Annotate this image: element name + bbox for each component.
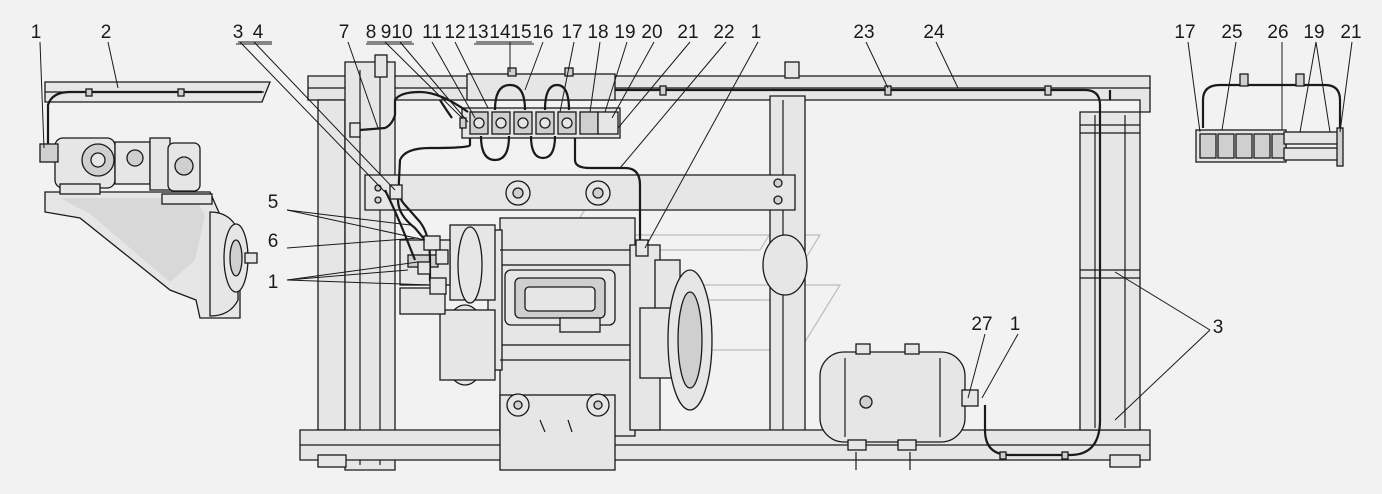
callout-number: 1 — [268, 272, 279, 293]
callout-number: 23 — [853, 22, 874, 43]
callout-number: 14 — [489, 22, 511, 43]
valve-block — [459, 67, 621, 162]
callout-number: 2 — [101, 22, 112, 43]
callout-number: 27 — [971, 314, 992, 335]
callout-number: 20 — [641, 22, 662, 43]
pump-detail-inset — [39, 81, 271, 319]
callout-number: 19 — [614, 22, 635, 43]
callout-number: 1 — [751, 22, 762, 43]
callout-number: 9 — [381, 22, 392, 43]
callout-number: 4 — [253, 22, 264, 43]
callout-number: 24 — [923, 22, 945, 43]
callout-number: 18 — [587, 22, 608, 43]
callout-number: 8 — [366, 22, 377, 43]
callout-number: 25 — [1221, 22, 1242, 43]
callout-number: 1 — [1010, 314, 1021, 335]
callout-number: 15 — [510, 22, 531, 43]
callout-number: 17 — [561, 22, 582, 43]
callout-number: 11 — [422, 22, 442, 43]
callout-number: 10 — [391, 22, 412, 43]
callout-number: 3 — [1213, 317, 1224, 338]
callout-number: 12 — [444, 22, 465, 43]
callout-number: 3 — [233, 22, 244, 43]
callout-number: 17 — [1174, 22, 1195, 43]
callout-number: 13 — [467, 22, 488, 43]
callout-number: 19 — [1303, 22, 1324, 43]
air-receiver-tank — [819, 343, 979, 470]
callout-number: 5 — [268, 192, 279, 213]
callout-number: 26 — [1267, 22, 1288, 43]
callout-number: 22 — [713, 22, 734, 43]
callout-number: 21 — [677, 22, 698, 43]
valve-block-inset — [1195, 73, 1344, 167]
leader-lines — [39, 41, 1353, 421]
callout-number: 7 — [339, 22, 350, 43]
callout-number: 1 — [31, 22, 42, 43]
callout-number: 6 — [268, 231, 279, 252]
callout-number: 16 — [532, 22, 553, 43]
callout-number: 21 — [1340, 22, 1361, 43]
